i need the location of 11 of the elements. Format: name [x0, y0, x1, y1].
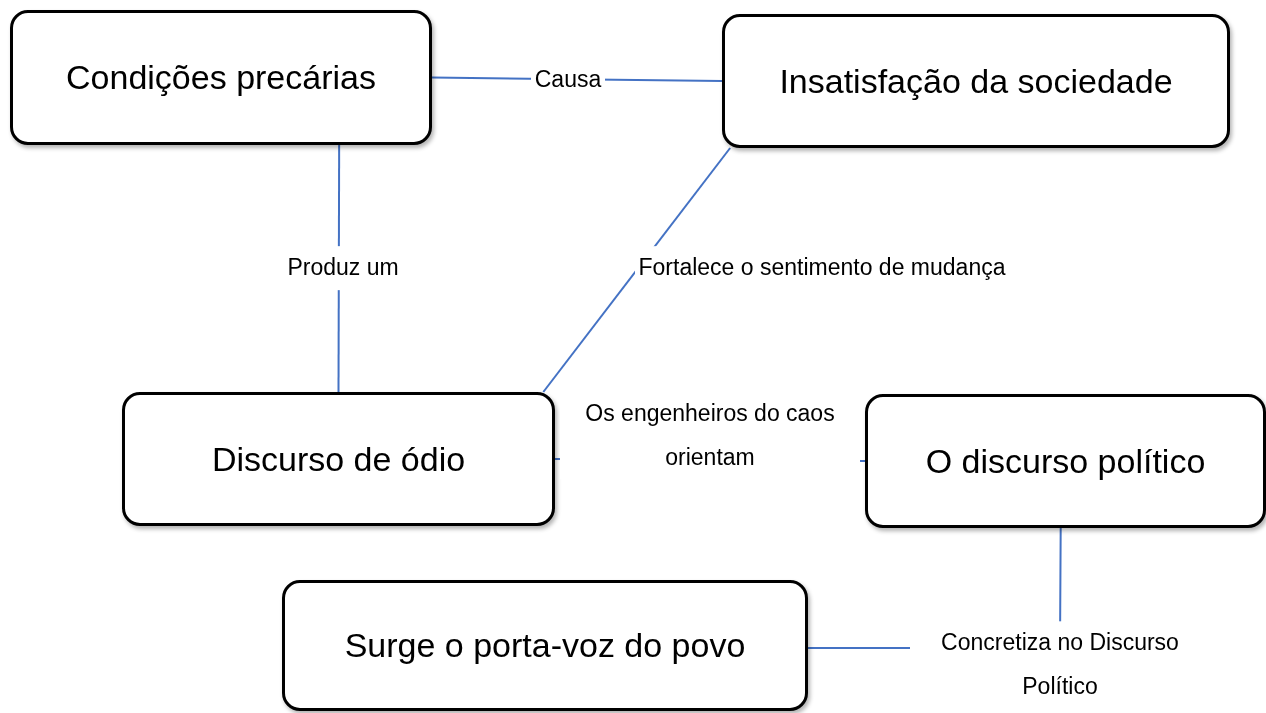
connector-line [542, 147, 732, 393]
box-text: Surge o porta-voz do povo [344, 625, 746, 667]
box-text: Insatisfação da sociedade [779, 60, 1173, 102]
box-text: O discurso político [925, 440, 1206, 482]
process-box [10, 10, 432, 145]
process-box [122, 392, 555, 526]
process-box [865, 394, 1266, 528]
process-box [722, 14, 1230, 148]
process-box [282, 580, 808, 711]
box-text: Condições precárias [66, 57, 376, 99]
box-text: Discurso de ódio [211, 438, 466, 480]
